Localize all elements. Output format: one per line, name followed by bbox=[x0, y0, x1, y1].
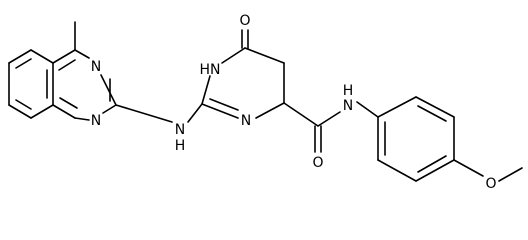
atom-label-h-linker: H bbox=[175, 138, 186, 154]
quinazoline-pyrimidine-ring bbox=[52, 21, 117, 121]
atom-label-n-linker: N bbox=[175, 122, 185, 138]
carboxamide bbox=[283, 102, 341, 153]
atom-label-o-amide: O bbox=[312, 155, 323, 171]
atom-label-o-ring-carbonyl: O bbox=[239, 13, 250, 29]
atom-label-n-amide: N bbox=[343, 98, 353, 114]
atom-label-n-ring: N bbox=[241, 113, 251, 129]
atom-label-h-amide: H bbox=[343, 83, 354, 99]
amino-linker bbox=[115, 103, 203, 123]
atom-label-o-methoxy: O bbox=[485, 176, 496, 192]
atom-label-n-quinazoline-top: N bbox=[91, 59, 101, 75]
molecule-canvas: N N N H HN N O O N H O bbox=[8, 13, 523, 192]
atom-label-n-quinazoline-bottom: N bbox=[91, 113, 101, 129]
benzo-ring bbox=[8, 49, 54, 119]
molecule-structure-diagram: N N N H HN N O O N H O bbox=[8, 13, 523, 192]
atom-label-nh-ring: HN bbox=[200, 62, 221, 78]
dihydropyrimidinone-ring bbox=[201, 29, 285, 119]
methoxyphenyl-ring bbox=[356, 96, 523, 182]
